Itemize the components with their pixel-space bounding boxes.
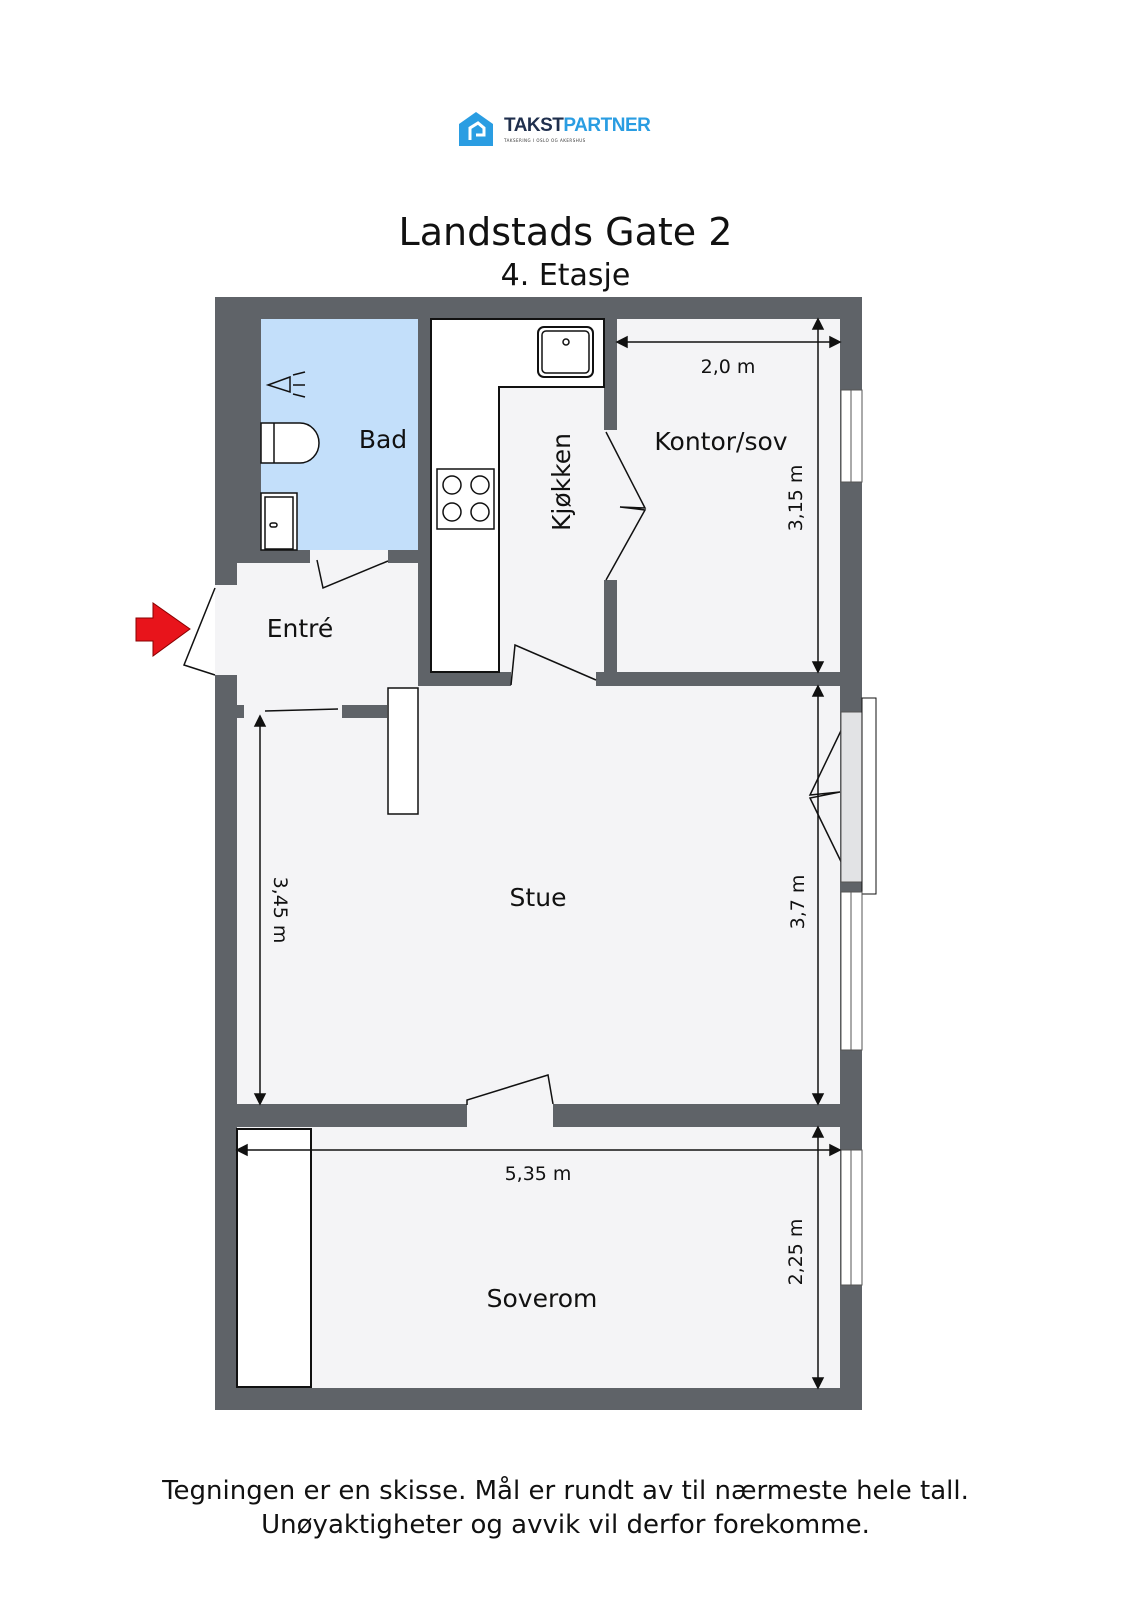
logo-text-partner: PARTNER (563, 115, 651, 136)
room-label-entre: Entré (267, 614, 334, 643)
sink-icon (537, 326, 594, 378)
doors (183, 431, 851, 1105)
plan-subtitle: 4. Etasje (500, 258, 631, 293)
disclaimer-line-2: Unøyaktigheter og avvik vil derfor forek… (261, 1510, 870, 1540)
door-kitchen-stue (510, 643, 597, 686)
door-bad (316, 559, 389, 590)
disclaimer-line-1: Tegningen er en skisse. Mål er rundt av … (162, 1476, 969, 1506)
floor-entrance (215, 585, 237, 675)
logo-tagline: TAKSERING I OSLO OG AKERSHUS (504, 138, 586, 143)
wall-stub (237, 705, 244, 718)
wall-entre-stue (342, 705, 387, 718)
room-label-bad: Bad (359, 425, 407, 454)
kitchen-counter (430, 318, 605, 673)
wardrobe (236, 1128, 312, 1388)
door-kontor-double (605, 431, 647, 581)
logo-text-takst: TAKST (504, 115, 564, 136)
dim-soverom-depth: 2,25 m (785, 1219, 807, 1286)
stove-icon (436, 468, 495, 530)
washbasin-icon (260, 492, 298, 551)
floor-bad-door (310, 550, 388, 563)
house-logo-icon (459, 112, 493, 146)
room-label-kjokken: Kjøkken (547, 433, 576, 531)
shower-icon (265, 371, 306, 398)
dimension-lines (235, 317, 842, 1390)
plan-title: Landstads Gate 2 (398, 210, 733, 254)
floor-soverom-door (467, 1104, 553, 1127)
sliding-door (264, 708, 339, 712)
floor-stue-door (511, 672, 596, 686)
floor-stue (237, 686, 840, 1104)
dim-kontor-width: 2,0 m (701, 356, 756, 378)
floor-entre-opening (262, 705, 342, 718)
wall-entre-kitchen (418, 563, 431, 686)
room-label-soverom: Soverom (487, 1284, 598, 1313)
floors (215, 319, 840, 1388)
dim-stue-left: 3,45 m (269, 877, 291, 944)
column (387, 687, 419, 815)
window-balcony (840, 711, 863, 883)
dim-total-width: 5,35 m (505, 1163, 572, 1185)
entrance-arrow-icon (135, 602, 191, 657)
room-label-stue: Stue (510, 883, 567, 912)
takstpartner-logo: TAKSTPARTNER TAKSERING I OSLO OG AKERSHU… (456, 110, 651, 148)
room-label-kontor: Kontor/sov (654, 427, 787, 456)
windows (840, 389, 877, 1286)
dim-kontor-depth: 3,15 m (785, 465, 807, 532)
toilet-icon (260, 422, 320, 464)
floor-kitchen-door (604, 430, 617, 580)
dim-stue-right: 3,7 m (787, 875, 809, 930)
door-soverom (466, 1074, 554, 1105)
door-entrance (183, 587, 216, 676)
door-balcony (808, 711, 851, 881)
floor-kontor (617, 319, 840, 672)
disclaimer: Tegningen er en skisse. Mål er rundt av … (0, 1474, 1131, 1542)
floor-soverom (237, 1127, 840, 1388)
